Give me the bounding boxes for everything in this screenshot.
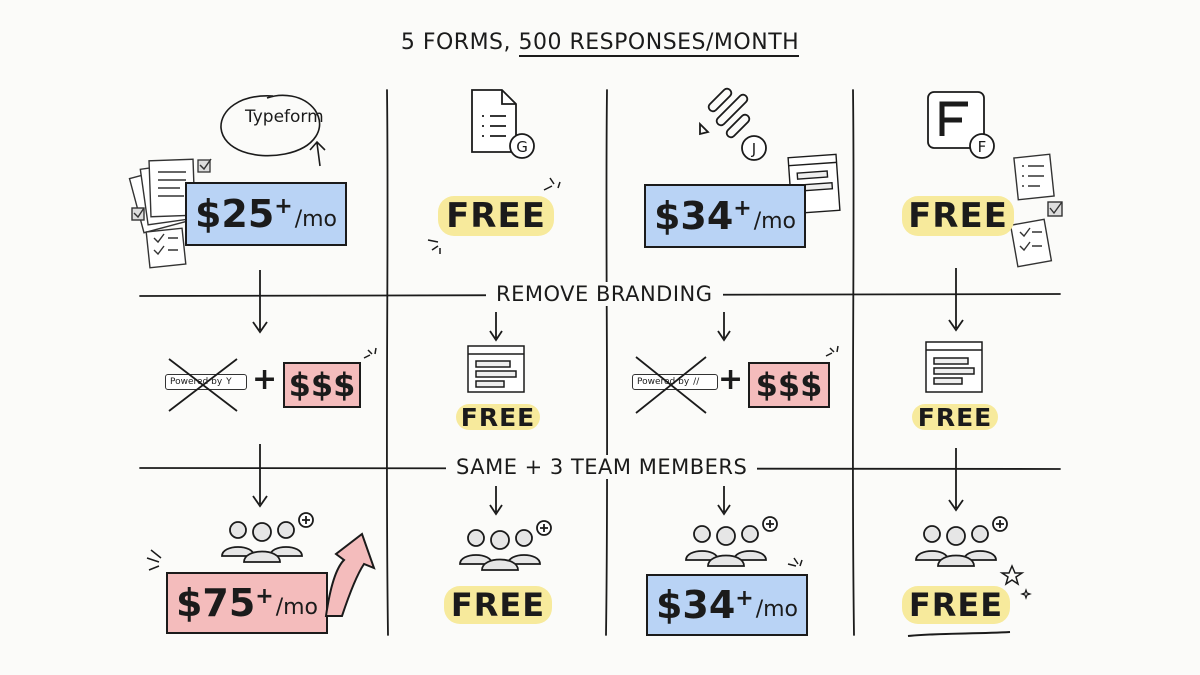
arrow-down-icon xyxy=(717,486,731,516)
browser-window-icon xyxy=(925,341,983,393)
typeform-logo-circle-icon xyxy=(220,94,326,167)
formsapp-branding-free: FREE xyxy=(912,398,998,436)
row-label-remove-branding: REMOVE BRANDING xyxy=(486,282,723,306)
jotform-branding-plus: + xyxy=(718,362,744,397)
sparkle-icon xyxy=(427,239,441,254)
sparkle-icon xyxy=(543,177,561,191)
free-highlight xyxy=(902,586,1010,624)
google-forms-letter: G xyxy=(516,138,528,156)
typeform-base-suffix: /mo xyxy=(294,207,338,232)
arrow-down-icon xyxy=(948,268,964,332)
formsapp-badge-letter: F xyxy=(978,138,987,156)
typeform-team-price: $75 xyxy=(175,581,256,625)
jotform-team-suffix: /mo xyxy=(755,597,799,622)
typeform-base-price: $25 xyxy=(194,192,275,236)
arrow-down-icon xyxy=(252,270,268,334)
jotform-badge-text: Powered by xyxy=(637,377,690,387)
curved-arrow-up-icon xyxy=(324,532,376,617)
jotform-branding-cost: $$$ xyxy=(748,362,830,408)
free-highlight xyxy=(902,196,1014,236)
cross-out-icon xyxy=(168,358,238,412)
jotform-base-suffix: /mo xyxy=(753,209,797,234)
formsapp-team-free: FREE xyxy=(902,580,1010,630)
google-base-free: FREE xyxy=(438,190,554,242)
jotform-team-price-box: $34+/mo xyxy=(646,574,808,636)
jotform-base-price-box: $34+/mo xyxy=(644,184,806,248)
formsapp-base-free: FREE xyxy=(902,190,1014,242)
arrow-down-icon xyxy=(489,486,503,516)
typeform-team-suffix: /mo xyxy=(275,595,319,620)
sparkle-icon xyxy=(787,557,803,567)
team-icon xyxy=(915,516,1008,567)
column-divider-2 xyxy=(605,89,609,636)
free-highlight xyxy=(444,586,552,624)
free-highlight xyxy=(912,404,998,430)
sparkle-icon xyxy=(363,347,377,359)
documents-icon xyxy=(1009,153,1063,268)
arrow-down-icon xyxy=(489,312,503,342)
arrow-down-icon xyxy=(717,312,731,342)
free-highlight xyxy=(456,404,540,430)
column-divider-3 xyxy=(851,89,855,636)
documents-icon xyxy=(128,158,196,269)
column-divider-1 xyxy=(385,89,389,636)
checkbox-icon xyxy=(197,158,212,173)
team-icon xyxy=(685,516,778,567)
google-team-free-label: FREE xyxy=(450,586,546,624)
google-branding-free-label: FREE xyxy=(460,402,536,432)
cross-out-icon xyxy=(635,356,707,414)
typeform-team-plus: + xyxy=(255,584,274,609)
typeform-badge-text: Powered by xyxy=(170,377,223,387)
formsapp-branding-free-label: FREE xyxy=(917,402,993,432)
typeform-team-price-box: $75+/mo xyxy=(166,572,328,634)
jotform-team-price: $34 xyxy=(655,583,736,627)
jotform-base-price: $34 xyxy=(653,194,734,238)
formsapp-team-free-label: FREE xyxy=(908,586,1004,624)
arrow-down-icon xyxy=(252,444,268,508)
star-icon xyxy=(999,564,1032,600)
arrow-down-icon xyxy=(948,448,964,512)
title-prefix: 5 FORMS, xyxy=(400,30,519,55)
typeform-logo-text: Typeform xyxy=(245,107,324,127)
team-icon xyxy=(221,512,314,563)
typeform-badge-logo-icon: Y xyxy=(226,377,232,387)
google-branding-free: FREE xyxy=(456,398,540,436)
formsapp-icon: F xyxy=(927,91,995,159)
sparkle-icon xyxy=(146,549,162,571)
jotform-badge-logo-icon: // xyxy=(693,377,700,387)
jotform-letter: J xyxy=(751,140,756,158)
google-base-free-label: FREE xyxy=(446,196,546,236)
free-highlight xyxy=(438,196,554,236)
google-forms-icon: G xyxy=(471,89,535,159)
title-highlight: 500 RESPONSES/MONTH xyxy=(518,30,800,57)
jotform-base-plus: + xyxy=(733,196,752,221)
team-icon xyxy=(459,520,552,571)
row-label-team-members: SAME + 3 TEAM MEMBERS xyxy=(446,455,758,479)
page-title: 5 FORMS, 500 RESPONSES/MONTH xyxy=(0,30,1200,57)
typeform-branding-plus: + xyxy=(252,362,278,397)
typeform-branding-cost: $$$ xyxy=(283,362,361,408)
typeform-base-price-box: $25+/mo xyxy=(185,182,347,246)
google-team-free: FREE xyxy=(444,580,552,630)
underline-decoration xyxy=(907,631,1011,637)
sparkle-icon xyxy=(825,345,839,357)
formsapp-base-free-label: FREE xyxy=(908,196,1008,236)
browser-window-icon xyxy=(467,345,525,393)
jotform-icon: J xyxy=(699,87,767,161)
typeform-base-plus: + xyxy=(274,194,293,219)
jotform-team-plus: + xyxy=(735,586,754,611)
